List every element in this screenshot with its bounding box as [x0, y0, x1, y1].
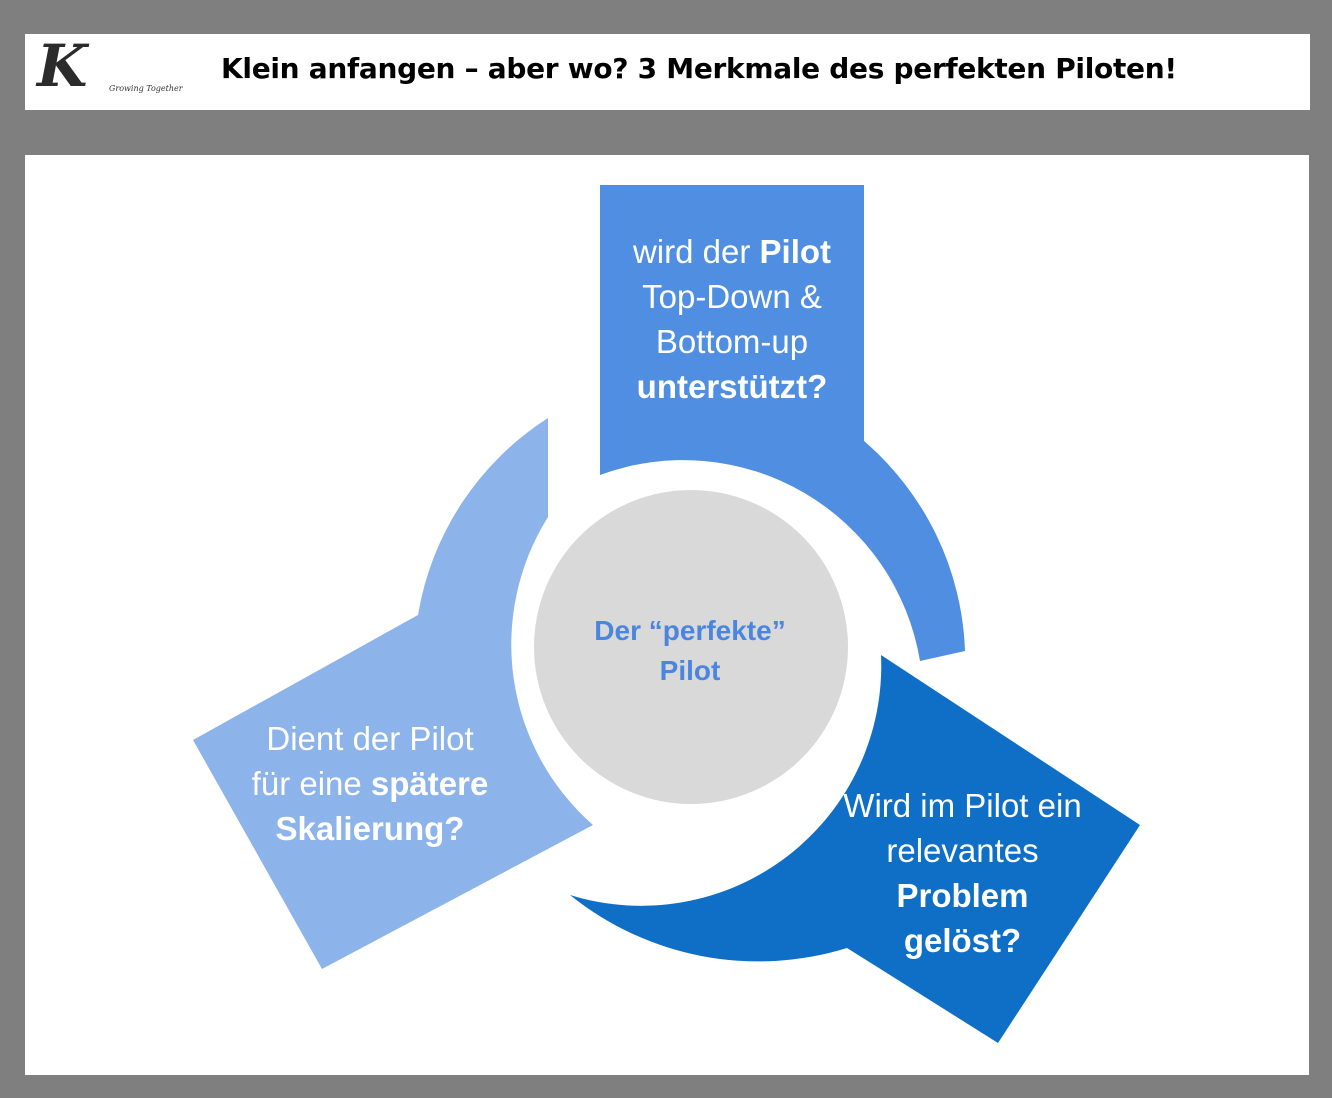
logo-letter: K: [37, 32, 87, 100]
page-title: Klein anfangen – aber wo? 3 Merkmale des…: [221, 52, 1177, 85]
segment-top-label: wird der Pilot Top-Down & Bottom-up unte…: [600, 229, 864, 409]
segment-right-label: Wird im Pilot ein relevantes Problem gel…: [815, 783, 1110, 963]
top-line2: Top-Down &: [642, 278, 822, 315]
segment-left-label: Dient der Pilot für eine spätere Skalier…: [220, 716, 520, 851]
left-line2-text: für eine: [251, 765, 371, 802]
top-line3: Bottom-up: [655, 323, 809, 360]
left-line2-bold: spätere: [370, 765, 489, 802]
segment-top-shape: [600, 185, 965, 661]
right-line1: Wird im Pilot ein: [843, 787, 1082, 824]
right-line2: relevantes: [886, 832, 1039, 869]
center-label: Der “perfekte” Pilot: [565, 611, 815, 691]
diagram-canvas: Der “perfekte” Pilot wird der Pilot Top-…: [25, 155, 1309, 1075]
center-label-line2: Pilot: [659, 655, 721, 686]
cycle-diagram: [193, 185, 1140, 1043]
header-bar: K Growing Together Klein anfangen – aber…: [25, 32, 1310, 110]
top-line4-bold: unterstützt?: [636, 368, 828, 405]
segment-left-shape: [193, 418, 593, 969]
segment-right-shape: [570, 655, 1140, 1043]
right-line3-bold: Problem: [896, 877, 1029, 914]
center-circle: [534, 490, 848, 804]
right-line4-bold: gelöst?: [903, 922, 1022, 959]
top-line1-bold: Pilot: [759, 233, 832, 270]
left-line3-bold: Skalierung?: [275, 810, 465, 847]
top-line1-text: wird der: [632, 233, 760, 270]
logo-tagline: Growing Together: [109, 84, 183, 93]
left-line1: Dient der Pilot: [266, 720, 474, 757]
company-logo: K Growing Together: [33, 32, 203, 104]
center-label-line1: Der “perfekte”: [594, 615, 786, 646]
